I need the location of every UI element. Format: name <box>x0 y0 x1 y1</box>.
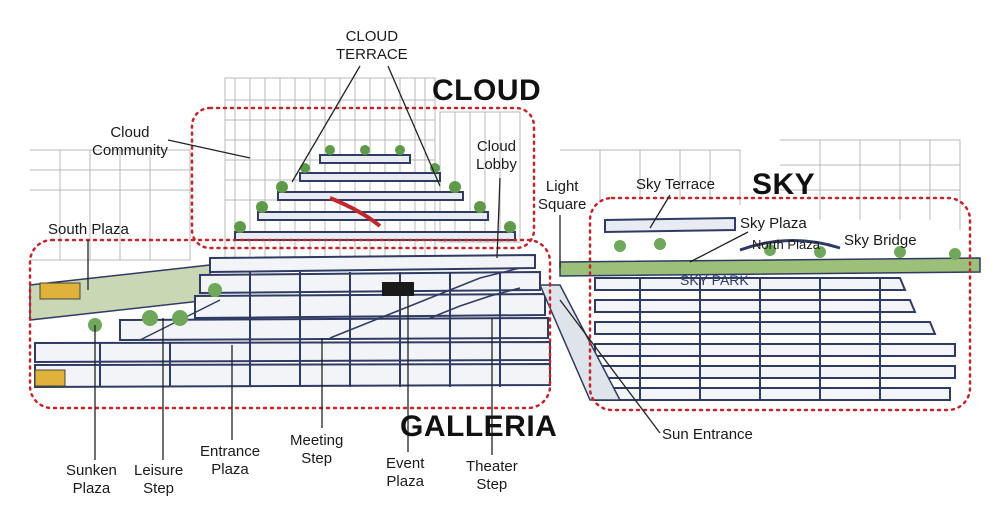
label-south-plaza: South Plaza <box>48 221 129 238</box>
leader-lines <box>87 65 749 460</box>
sky-columns <box>639 278 881 400</box>
event-plaza-stage <box>382 282 414 296</box>
cloud-zone-outline <box>190 106 536 250</box>
label-sun-entrance: Sun Entrance <box>662 426 753 443</box>
sky-zone-title: SKY <box>752 168 816 201</box>
ground-plazas <box>29 257 981 321</box>
galleria-zone-title: GALLERIA <box>400 410 558 443</box>
galleria-structure <box>34 253 551 389</box>
label-sky-terrace: Sky Terrace <box>636 176 715 193</box>
label-north-plaza: North Plaza <box>752 237 820 252</box>
sun-entrance-ramp <box>538 284 622 401</box>
galleria-trees <box>88 283 222 332</box>
cloud-terraces <box>234 154 516 241</box>
cloud-slide <box>329 196 382 228</box>
sky-bridge-deck <box>739 238 841 252</box>
galleria-zone-outline <box>28 238 552 410</box>
subway-train <box>34 369 66 387</box>
cloud-greenery <box>234 145 516 233</box>
cloud-zone-title: CLOUD <box>432 74 542 107</box>
label-sky-bridge: Sky Bridge <box>844 232 917 249</box>
label-sky-park: SKY PARK <box>680 272 749 288</box>
sky-terrace-deck <box>604 216 736 234</box>
sky-trees <box>614 238 961 260</box>
sky-structure <box>594 277 956 401</box>
sky-zone-outline <box>588 196 972 412</box>
label-sky-plaza: Sky Plaza <box>740 215 807 232</box>
